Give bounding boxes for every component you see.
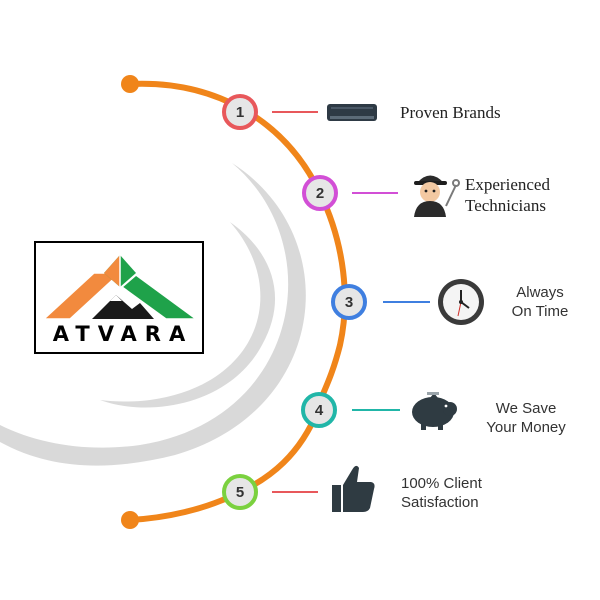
label-always-on-time: Always On Time [511, 284, 569, 320]
svg-text:1: 1 [236, 104, 244, 121]
clock-icon [438, 279, 484, 325]
atvara-wordmark: ATVARA [52, 322, 194, 346]
air-conditioner-icon [327, 104, 377, 121]
technician-icon [414, 175, 460, 217]
label-client-satisfaction: 100% Client Satisfaction [401, 475, 482, 511]
atvara-mountain-emblem [42, 255, 199, 320]
label-we-save-your-money: We Save Your Money [486, 400, 566, 436]
svg-text:4: 4 [315, 402, 324, 419]
atvara-logo: ATVARA [34, 241, 204, 354]
svg-text:2: 2 [316, 185, 324, 202]
step-circle-4: 4 [301, 392, 337, 428]
label-proven-brands: Proven Brands [400, 103, 501, 122]
step-circle-5: 5 [222, 474, 258, 510]
step-circle-3: 3 [331, 284, 367, 320]
step-circle-1: 1 [222, 94, 258, 130]
arc-end-dot-top [121, 75, 139, 93]
arc-end-dot-bottom [121, 511, 139, 529]
piggy-bank-icon [412, 392, 457, 430]
label-experienced-technicians: Experienced Technicians [465, 175, 550, 216]
svg-text:3: 3 [345, 294, 353, 311]
thumbs-up-icon [332, 465, 375, 512]
svg-text:5: 5 [236, 484, 244, 501]
step-circle-2: 2 [302, 175, 338, 211]
